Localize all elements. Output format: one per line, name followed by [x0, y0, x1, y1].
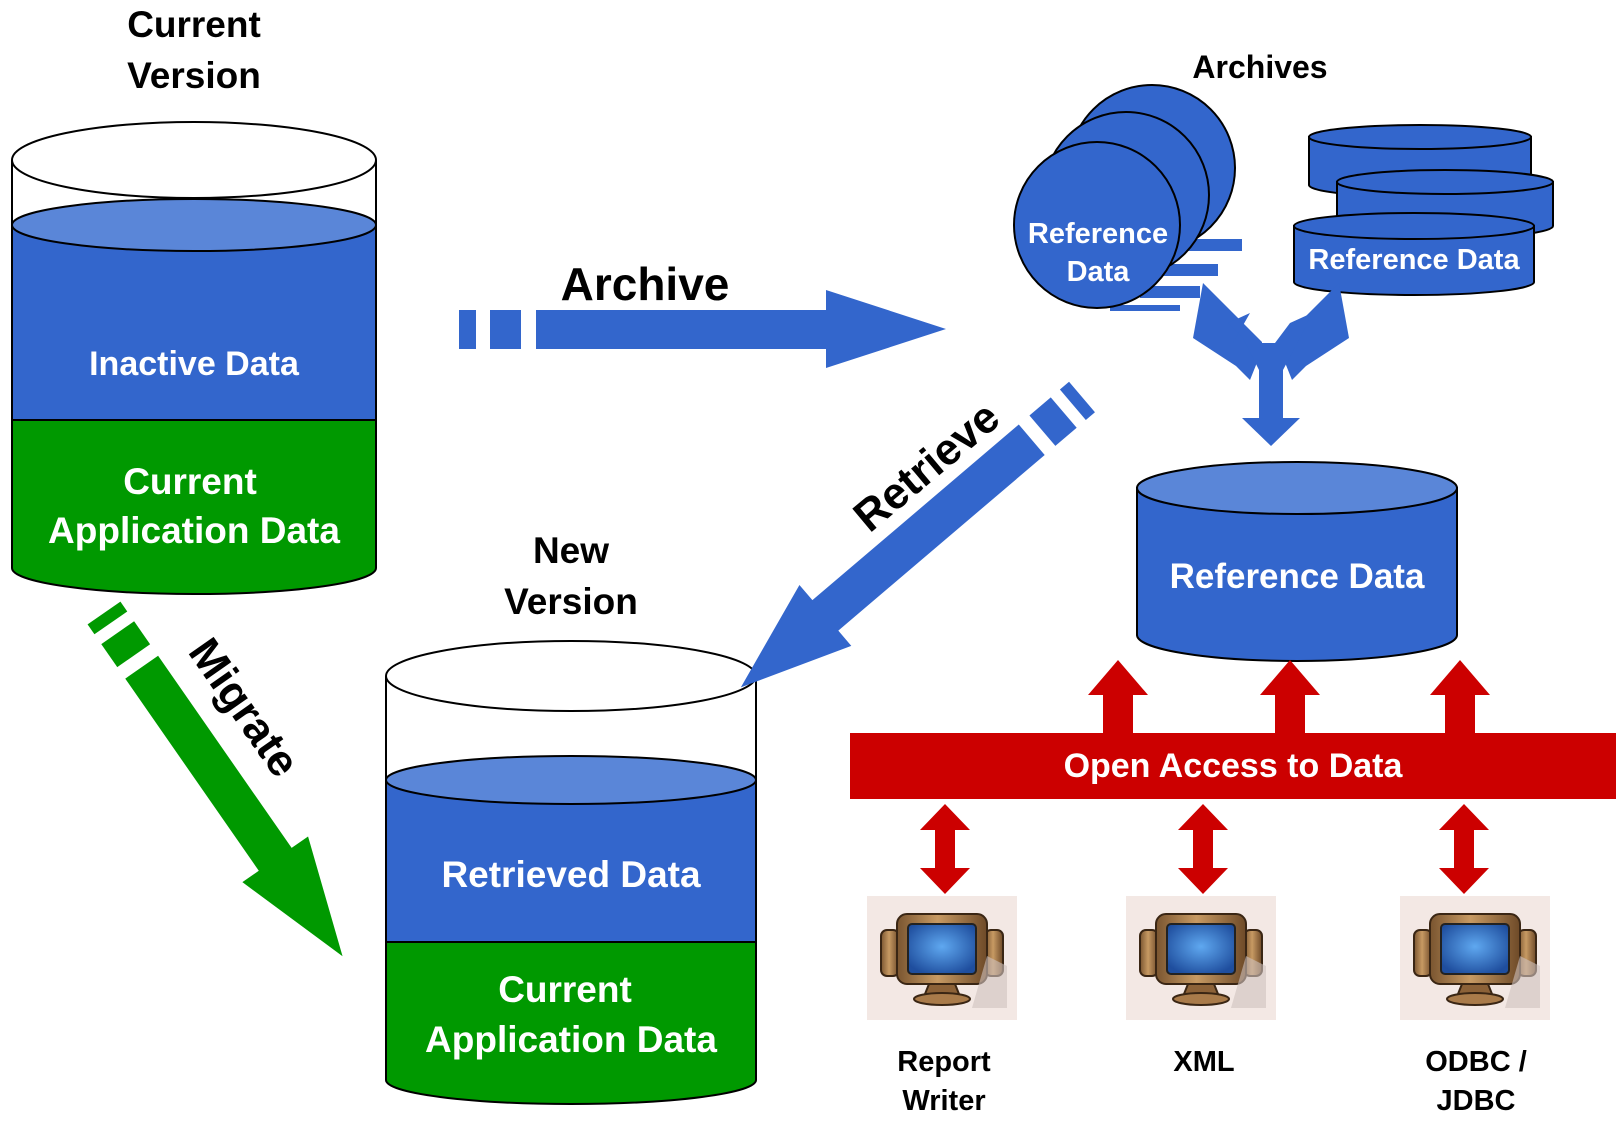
- current-cylinder-green-section: [11, 419, 377, 595]
- archives-title: Archives: [1192, 49, 1327, 85]
- current-cylinder-blue-top: [11, 198, 377, 252]
- reference-data-database: [1136, 461, 1458, 662]
- client-report-writer-line1: Report: [897, 1046, 991, 1078]
- archive-stack-label: Reference Data: [1308, 244, 1520, 276]
- current-cylinder-blue-section: [11, 224, 377, 421]
- archive-label: Archive: [561, 258, 730, 310]
- current-app-data-line2: Application Data: [48, 510, 340, 551]
- new-cylinder-blue-top: [385, 755, 757, 805]
- open-access-arrows-up: [1088, 660, 1490, 736]
- new-version-cylinder: [385, 640, 757, 1105]
- current-version-title-line2: Version: [127, 55, 261, 96]
- retrieve-arrow: [740, 381, 1095, 688]
- computer-icon: [866, 896, 1018, 1020]
- client-xml-line1: XML: [1173, 1046, 1234, 1078]
- current-app-data-line1: Current: [123, 461, 257, 502]
- new-cylinder-top: [385, 640, 757, 712]
- computer-icon: [1399, 896, 1551, 1020]
- archive-cylinder-stack: [1293, 124, 1554, 296]
- retrieved-data-label: Retrieved Data: [441, 854, 701, 895]
- new-app-data-line1: Current: [498, 969, 632, 1010]
- new-version-title-line2: Version: [504, 581, 638, 622]
- archive-disks: [1013, 84, 1242, 311]
- migrate-arrow: [87, 601, 343, 957]
- open-access-label: Open Access to Data: [1064, 747, 1404, 785]
- new-version-title-line1: New: [533, 530, 609, 571]
- new-cylinder-green-section: [385, 941, 757, 1105]
- inactive-data-label: Inactive Data: [89, 345, 300, 383]
- client-odbc-jdbc-line2: JDBC: [1437, 1085, 1516, 1117]
- current-version-cylinder: [11, 121, 377, 595]
- reference-db-label: Reference Data: [1170, 557, 1425, 596]
- client-connector-arrows: [920, 804, 1489, 894]
- archive-disk-label-line2: Data: [1067, 256, 1131, 288]
- client-odbc-jdbc-line1: ODBC /: [1425, 1046, 1527, 1078]
- current-cylinder-top: [11, 121, 377, 199]
- archive-arrow: [459, 290, 946, 368]
- computer-icon: [1125, 896, 1277, 1020]
- new-app-data-line2: Application Data: [425, 1019, 717, 1060]
- client-report-writer-line2: Writer: [902, 1085, 985, 1117]
- archive-connector-arrows: [1193, 283, 1349, 446]
- current-version-title-line1: Current: [127, 4, 261, 45]
- archive-disk-label-line1: Reference: [1028, 218, 1168, 250]
- open-access-bar: [850, 733, 1616, 799]
